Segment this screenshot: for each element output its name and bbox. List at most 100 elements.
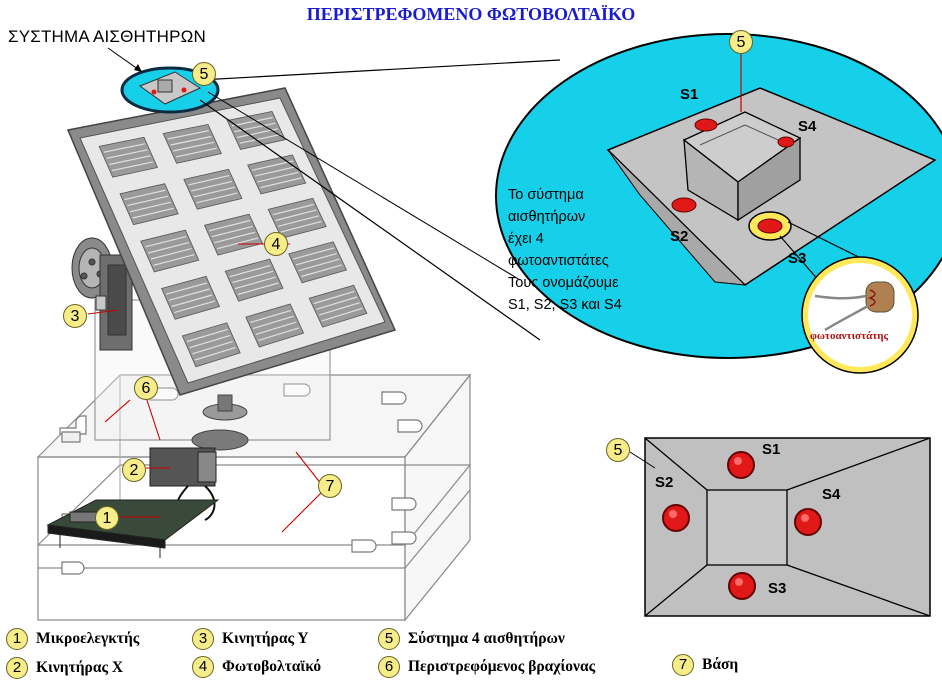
panel-cell xyxy=(119,183,179,226)
panel-cell xyxy=(288,241,348,284)
legend-text: Κινητήρας Χ xyxy=(36,659,124,676)
desc-line: αισθητήρων xyxy=(508,209,586,225)
legend-num: 3 xyxy=(192,628,214,650)
callout-2: 2 xyxy=(122,458,146,482)
panel-cell-stripe xyxy=(194,346,236,361)
desc-line: φωτοαντιστάτες xyxy=(508,253,609,269)
panel-cell-stripe xyxy=(293,247,335,260)
panel-cell-stripe xyxy=(109,155,151,166)
panel-cell-stripe xyxy=(193,186,235,198)
panel-cell-stripe xyxy=(188,175,230,186)
callout-7: 7 xyxy=(318,474,342,498)
sensor-s2-label-top: S2 xyxy=(655,474,674,491)
panel-cell-stripe xyxy=(166,282,208,295)
base-clips xyxy=(59,383,423,575)
panel-cells xyxy=(98,111,368,368)
desc-line: έχει 4 xyxy=(508,231,544,247)
panel-cell-stripe xyxy=(171,294,213,308)
panel-cell-stripe xyxy=(186,328,228,343)
legend: 1 Μικροελεγκτής 2 Κινητήρας Χ 3 Κινητήρας Υ… xyxy=(0,622,942,688)
legend-num: 6 xyxy=(378,656,400,678)
microcontroller-board xyxy=(46,499,220,558)
desc-line: Τους ονομάζουμε xyxy=(508,275,619,291)
sensor-s3-label-top: S3 xyxy=(768,580,787,597)
panel-cell xyxy=(140,229,200,273)
panel-cell-stripe xyxy=(234,122,276,133)
legend-item-1: 1 Μικροελεγκτής xyxy=(6,628,139,650)
panel-cell-stripe xyxy=(196,192,238,204)
legend-item-5: 5 Σύστημα 4 αισθητήρων xyxy=(378,628,565,650)
legend-text: Σύστημα 4 αισθητήρων xyxy=(408,630,565,647)
panel-cell-stripe xyxy=(298,258,340,272)
legend-text: Μικροελεγκτής xyxy=(36,630,140,647)
panel-cell xyxy=(267,197,327,239)
legend-text: Περιστρεφόμενος βραχίονας xyxy=(408,658,596,675)
panel-cell-stripe xyxy=(321,307,363,322)
sensor-s1-label-top: S1 xyxy=(762,441,781,458)
sensor-s1-label-zoom: S1 xyxy=(680,86,699,103)
panel-cell-stripe xyxy=(189,334,231,349)
panel-cell-stripe xyxy=(214,231,256,244)
panel-cell-stripe xyxy=(318,302,360,316)
legend-text: Κινητήρας Υ xyxy=(222,630,309,647)
panel-cell-stripe xyxy=(231,116,273,127)
panel-cell-stripe xyxy=(232,270,274,284)
panel-cell xyxy=(161,275,221,320)
panel-cell-stripe xyxy=(250,309,292,324)
panel-cell xyxy=(162,123,222,164)
panel-cell-stripe xyxy=(239,133,281,144)
panel-cell-stripe xyxy=(167,130,209,140)
panel-cell-stripe xyxy=(217,237,259,250)
sensor-system-label: ΣΥΣΤΗΜΑ ΑΙΣΘΗΤΗΡΩΝ xyxy=(8,27,207,46)
panel-cell xyxy=(308,284,368,328)
motor-y xyxy=(71,237,133,351)
panel-cell-stripe xyxy=(111,161,154,172)
panel-cell-stripe xyxy=(252,160,294,171)
panel-cell-stripe xyxy=(258,327,300,341)
panel-cell-stripe xyxy=(168,288,210,301)
legend-item-3: 3 Κινητήρας Υ xyxy=(192,628,309,650)
legend-num: 2 xyxy=(6,657,28,679)
sensor-s2-label-zoom: S2 xyxy=(670,228,689,245)
panel-cell-stripe xyxy=(211,225,253,238)
callout-5-zoom: 5 xyxy=(729,30,753,54)
panel-cell-stripe xyxy=(254,166,296,177)
panel-cell-stripe xyxy=(260,177,302,189)
panel-cell-stripe xyxy=(173,141,215,152)
legend-item-6: 6 Περιστρεφόμενος βραχίονας xyxy=(378,656,595,678)
panel-cell-stripe xyxy=(106,149,148,159)
callout-5-small: 5 xyxy=(192,62,216,86)
panel-cell-stripe xyxy=(145,236,187,248)
panel-cell-stripe xyxy=(280,220,322,233)
legend-num: 1 xyxy=(6,628,28,650)
panel-cell-stripe xyxy=(277,215,320,227)
legend-item-2: 2 Κινητήρας Χ xyxy=(6,657,123,679)
panel-cell xyxy=(245,303,305,348)
panel-cell-stripe xyxy=(153,254,195,266)
legend-num: 5 xyxy=(378,628,400,650)
panel-cell-stripe xyxy=(175,147,217,158)
panel-cell-stripe xyxy=(316,296,358,310)
legend-num: 7 xyxy=(672,654,694,676)
panel-cell-stripe xyxy=(301,264,343,278)
photoresistor-label: φωτοαντιστάτης xyxy=(810,330,889,342)
sensor-top-view xyxy=(629,437,931,617)
panel-cell-stripe xyxy=(313,290,355,305)
panel-cell xyxy=(181,322,241,368)
page-title: ΠΕΡΙΣΤΡΕΦΟΜΕΝΟ ΦΩΤΟΒΟΛΤΑΪΚΟ xyxy=(306,4,636,24)
sensor-s3-label-zoom: S3 xyxy=(788,250,807,267)
callout-4: 4 xyxy=(264,232,288,256)
sensor-zoom-view xyxy=(495,33,942,374)
solar-panel xyxy=(66,87,397,396)
panel-cell-stripe xyxy=(150,248,192,260)
callout-1: 1 xyxy=(95,506,119,530)
panel-cell-stripe xyxy=(103,143,145,153)
sensor-s4-label-zoom: S4 xyxy=(798,118,817,135)
callout-5-top: 5 xyxy=(606,438,630,462)
panel-cell-stripe xyxy=(229,264,271,278)
panel-cell-stripe xyxy=(275,209,317,222)
panel-cell xyxy=(183,168,243,210)
legend-text: Βάση xyxy=(702,656,739,673)
panel-cell-stripe xyxy=(295,253,337,266)
